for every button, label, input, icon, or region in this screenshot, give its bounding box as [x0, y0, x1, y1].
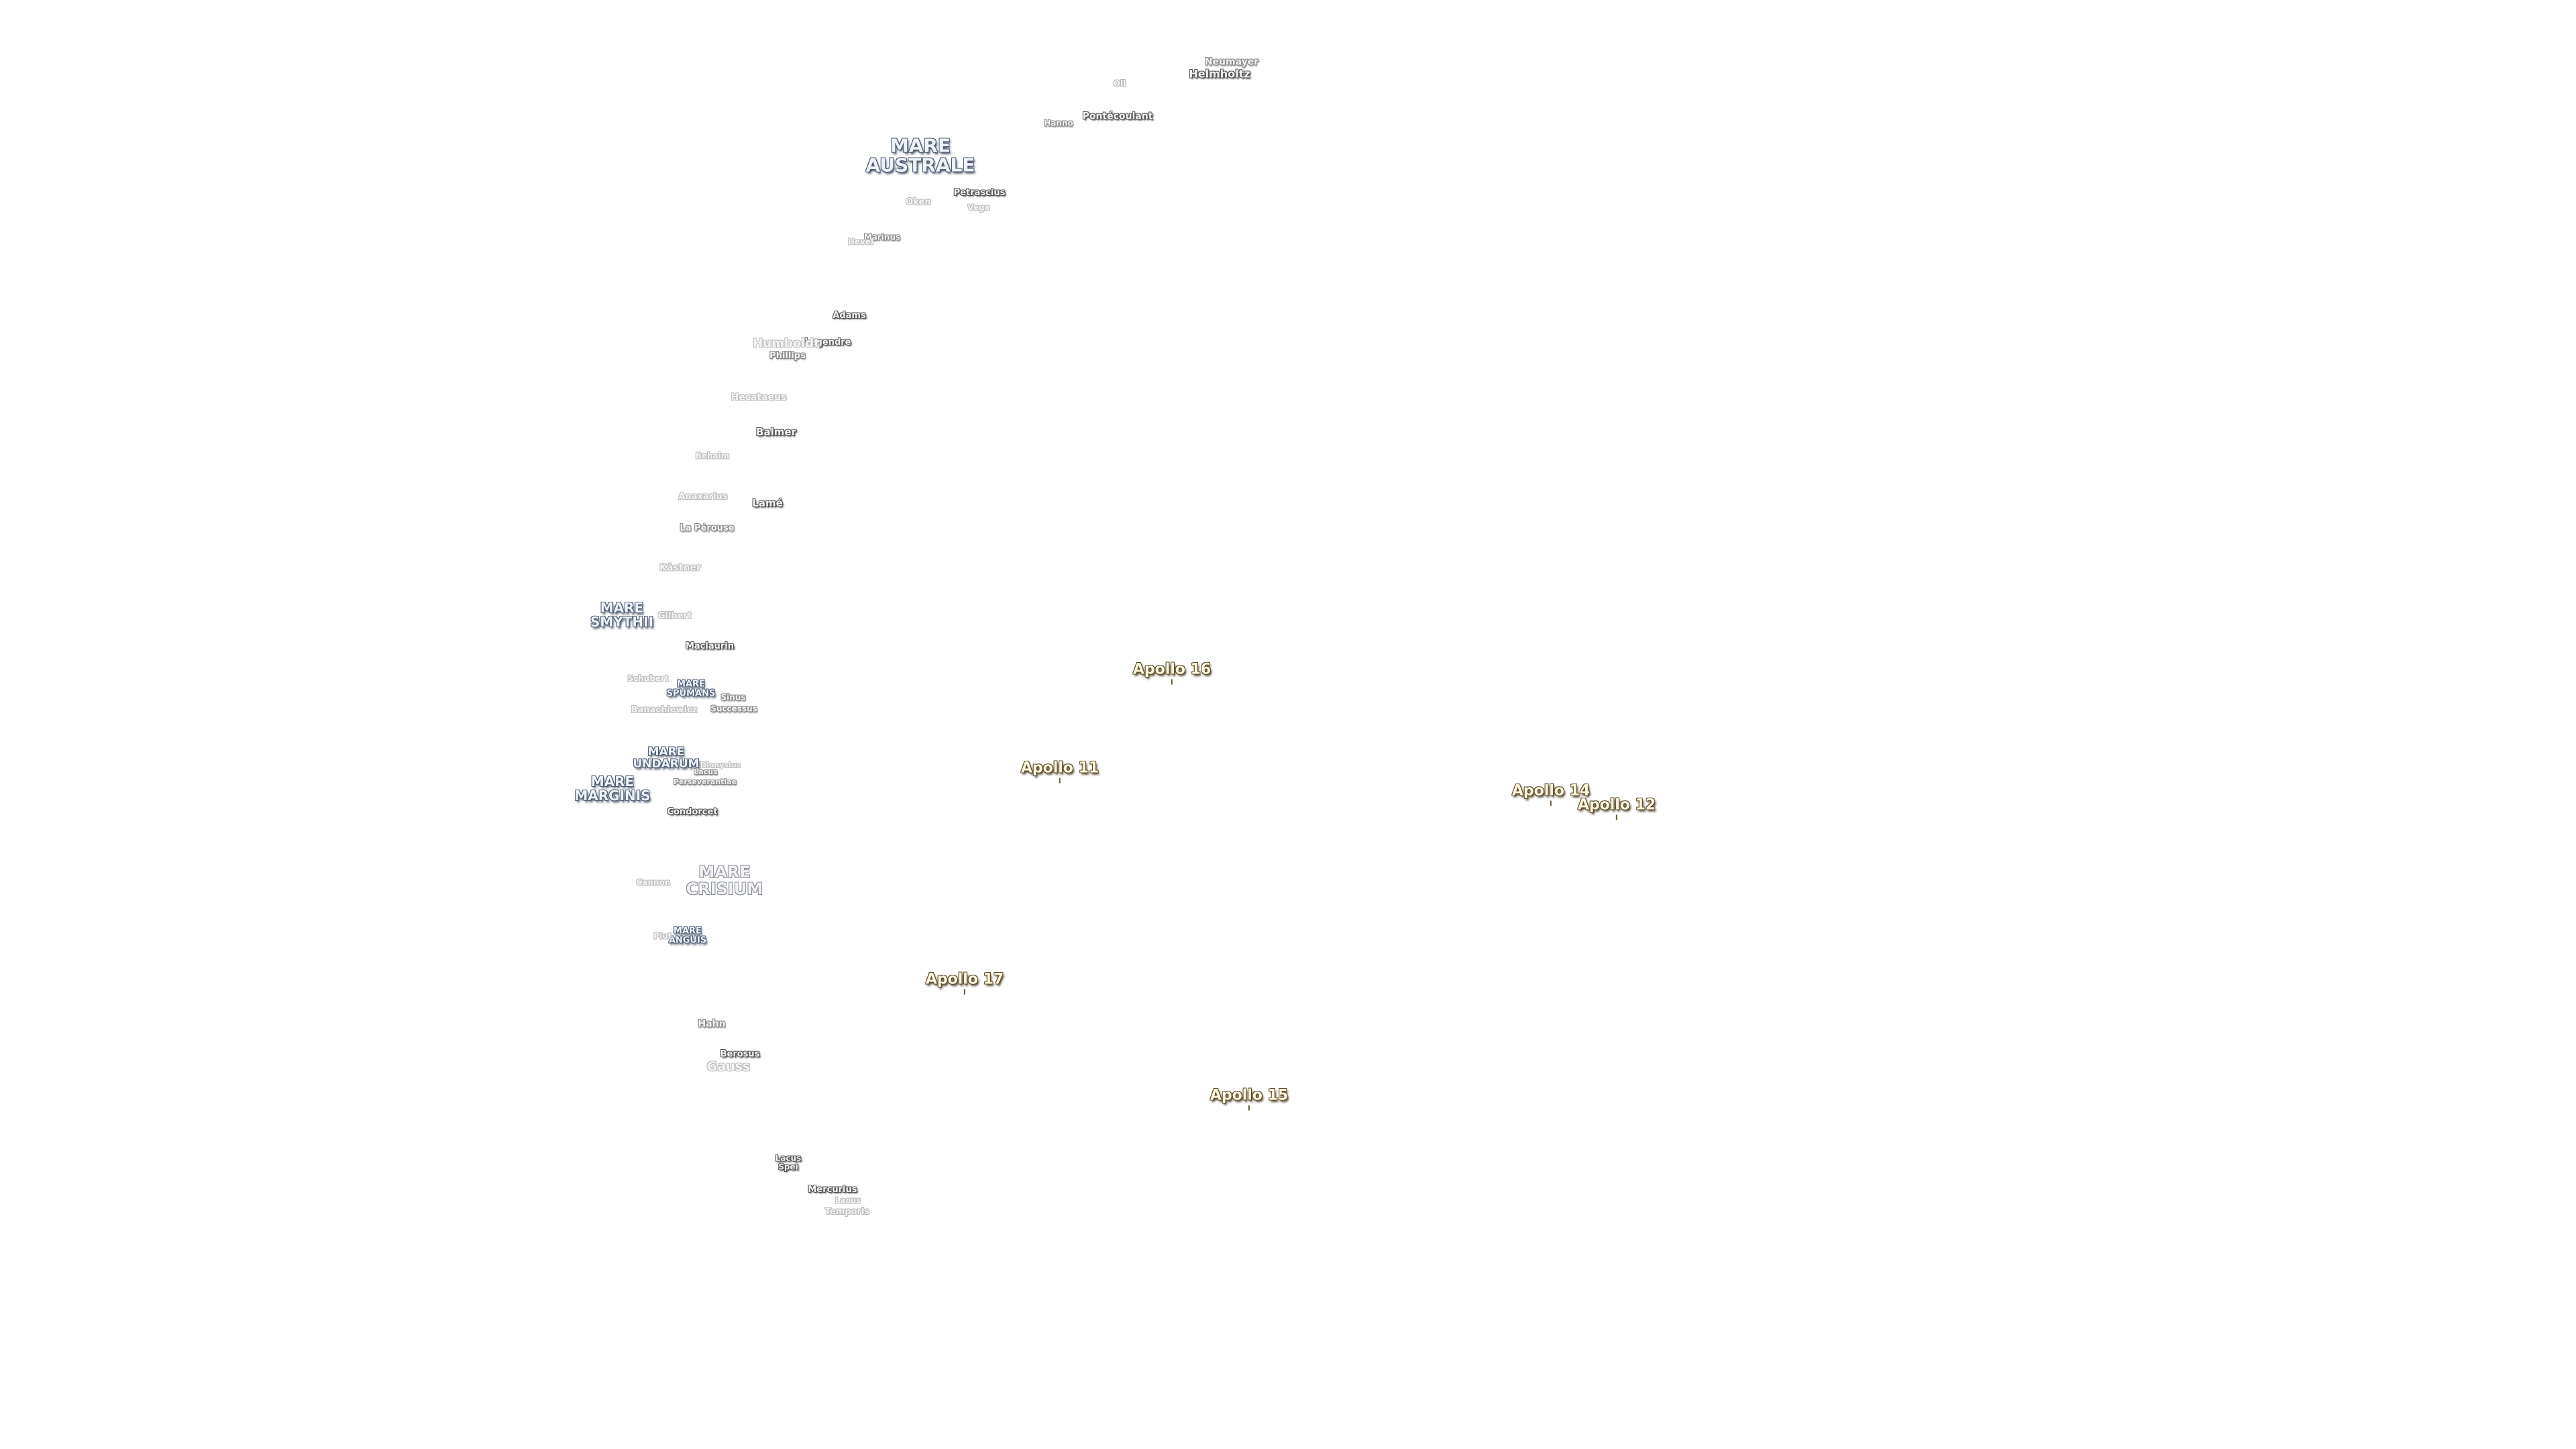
apollo-12-marker	[1615, 814, 1617, 820]
crater-mercurius-label: Mercurius	[808, 1185, 857, 1195]
crater-gilbert-label: Gilbert	[657, 611, 692, 622]
lacus-spei-label: Lacus Spei	[775, 1153, 802, 1171]
crater-adams-label: Adams	[833, 311, 866, 321]
lacus-temporis-lacus-label: Lacus	[835, 1195, 861, 1205]
apollo-12-site[interactable]: Apollo 12	[1578, 797, 1656, 820]
crater-petrascius-label: Petrascius	[953, 188, 1006, 199]
crater-lacus-label: Lacus	[694, 767, 718, 777]
crater-hanno-label: Hanno	[1044, 118, 1073, 128]
crater-plut-label: Plut	[653, 931, 672, 941]
crater-maclaurin-label: Maclaurin	[685, 641, 735, 652]
mare-australe-label: MARE AUSTRALE	[865, 134, 975, 176]
crater-la-perouse-label: La Pérouse	[680, 523, 735, 534]
apollo-16-site[interactable]: Apollo 16	[1133, 661, 1211, 685]
crater-successus-label: Successus	[710, 704, 757, 714]
crater-oken-label: Oken	[906, 197, 931, 208]
apollo-14-marker	[1550, 800, 1552, 806]
crater-hecataeus-label: Hecataeus	[731, 392, 787, 403]
apollo-17-label: Apollo 17	[925, 971, 1004, 988]
crater-neumayer-label: Neumayer	[1204, 56, 1259, 68]
apollo-15-site[interactable]: Apollo 15	[1210, 1087, 1288, 1111]
apollo-17-marker	[963, 989, 965, 995]
crater-vega-label: Vega	[967, 203, 990, 213]
mare-marginis-label: MARE MARGINIS	[574, 773, 651, 804]
mare-spumans-label: MARE SPUMANS	[666, 679, 716, 698]
crater-legendre-label: Legendre	[804, 337, 851, 348]
crater-gauss-label: Gauss	[706, 1059, 751, 1075]
crater-perseverantiae-label: Perseverantiae	[673, 777, 737, 787]
crater-sinus-label: Sinus	[720, 692, 746, 702]
apollo-16-marker	[1171, 679, 1173, 685]
crater-humboldt-label: Humboldt	[753, 336, 820, 351]
crater-hahn-label: Hahn	[698, 1018, 726, 1030]
apollo-14-site[interactable]: Apollo 14	[1512, 783, 1590, 806]
mare-anguis-label: MARE ANGUIS	[668, 926, 707, 945]
crater-marinus-label: Marinus	[863, 232, 901, 242]
crater-schubert-label: Schubert	[627, 674, 669, 684]
crater-lame-label: Lamé	[752, 497, 783, 510]
crater-behaim-label: Behaim	[695, 451, 730, 461]
mare-crisium-label: MARE CRISIUM	[686, 862, 763, 898]
apollo-12-label: Apollo 12	[1577, 796, 1656, 814]
apollo-17-site[interactable]: Apollo 17	[926, 971, 1004, 995]
mare-smythii-label: MARE SMYTHII	[590, 600, 654, 630]
apollo-11-marker	[1059, 777, 1061, 784]
crater-balmer-label: Balmer	[756, 426, 796, 439]
apollo-11-site[interactable]: Apollo 11	[1021, 760, 1099, 784]
crater-kastner-label: Kästner	[659, 562, 701, 574]
crater-dionysius-label: Dionysius	[700, 761, 741, 770]
crater-anaxarius-label: Anaxarius	[678, 492, 728, 502]
crater-banachiewicz-label: Banachiewicz	[631, 705, 698, 716]
crater-berosus-label: Berosus	[720, 1049, 760, 1060]
apollo-14-label: Apollo 14	[1511, 782, 1591, 800]
crater-hevel-label: Hevel	[847, 237, 874, 247]
lacus-temporis-label: Temporis	[824, 1207, 870, 1218]
crater-pontecoulant-label: Pontécoulant	[1082, 111, 1153, 122]
crater-condorcet-label: Condorcet	[667, 807, 718, 818]
apollo-11-label: Apollo 11	[1020, 759, 1099, 777]
crater-helmholtz-label: Helmholtz	[1189, 67, 1250, 80]
apollo-16-label: Apollo 16	[1132, 661, 1212, 678]
apollo-15-label: Apollo 15	[1210, 1087, 1289, 1104]
apollo-15-marker	[1248, 1105, 1250, 1111]
crater-cannon-label: Cannon	[636, 877, 671, 888]
crater-phillips-label: Phillips	[769, 351, 806, 362]
crater-oll-label: Oll	[1113, 78, 1126, 89]
mare-undarum-label: MARE UNDARUM	[633, 745, 700, 771]
